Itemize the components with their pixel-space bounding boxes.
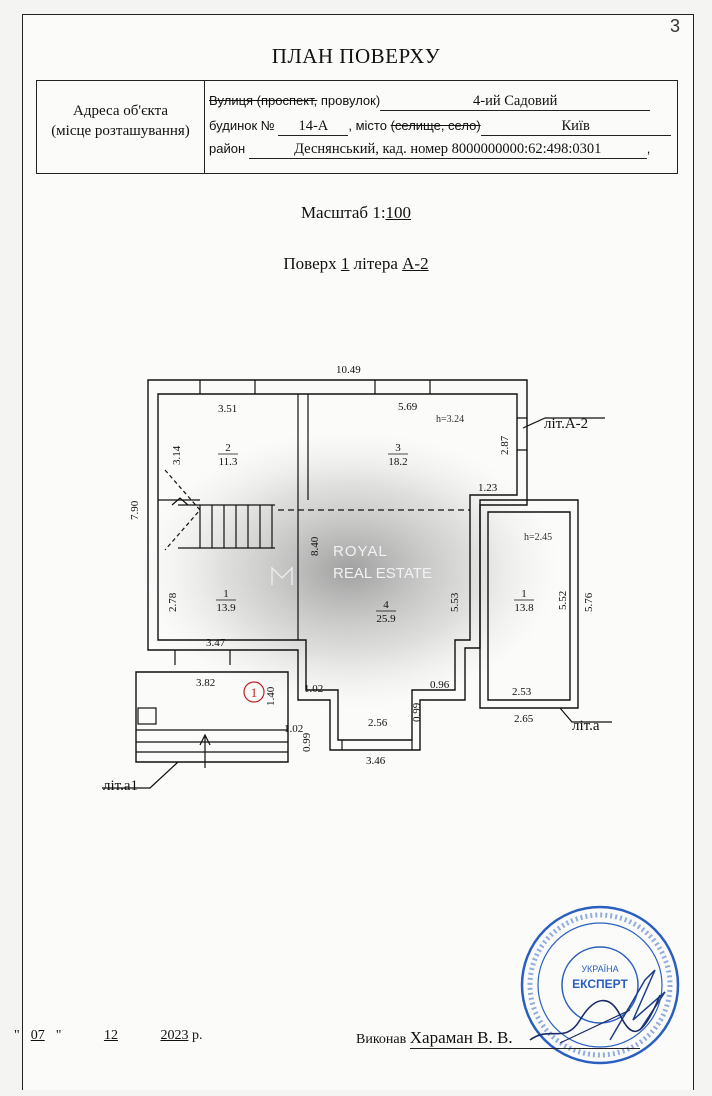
room-annex-area: 13.8: [514, 602, 534, 614]
street-row: Вулиця (проспект, провулок)4-ий Садовий: [209, 93, 651, 111]
dim-left-total: 7.90: [129, 500, 141, 520]
dim-099b: 0.99: [301, 732, 313, 752]
room-annex-number: 1: [521, 588, 527, 600]
dim-room3-top: 5.69: [398, 401, 418, 413]
street-value: 4-ий Садовий: [380, 93, 651, 111]
handwritten-signature: [529, 994, 661, 1044]
scale-label: Масштаб 1:: [300, 203, 386, 222]
date-quote-close: ": [55, 1028, 62, 1043]
district-row: район Деснянський, кад. номер 8000000000…: [209, 141, 650, 159]
dim-porch-depth: 1.40: [265, 686, 277, 706]
dim-102b: 1.02: [284, 723, 303, 735]
litera-label: літера: [349, 254, 403, 273]
dim-top-total: 10.49: [336, 364, 361, 376]
street-label: провулок): [317, 93, 381, 108]
floor-value: 1: [340, 254, 350, 273]
room-1-number: 1: [223, 588, 229, 600]
dimension-labels: 10.49 7.90 3.51 3.14 5.69 2.87 1.23 2.78…: [129, 364, 595, 767]
date-year: 2023: [160, 1028, 189, 1043]
date-line: " 07 " 12 2023 р.: [14, 1028, 202, 1044]
dim-256: 2.56: [368, 717, 388, 729]
dim-099a: 0.99: [411, 702, 423, 722]
dim-room2-top: 3.51: [218, 403, 237, 415]
entrance-circle-number: 1: [251, 685, 258, 700]
height-annex: h=2.45: [524, 532, 552, 543]
room-3-number: 3: [395, 442, 401, 454]
dim-annex-bottom-out: 2.65: [514, 713, 534, 725]
dim-center-vert: 8.40: [309, 536, 321, 556]
dim-096: 0.96: [430, 679, 450, 691]
scale-line: Масштаб 1:100: [0, 203, 712, 223]
watermark-line2: REAL ESTATE: [333, 565, 432, 582]
stamp-sub: УКРАЇНА: [581, 964, 618, 974]
city-label: , місто: [348, 118, 387, 133]
height-main: h=3.24: [436, 414, 464, 425]
scale-value: 100: [385, 203, 412, 222]
floor-plan-drawing: 10.49 7.90 3.51 3.14 5.69 2.87 1.23 2.78…: [102, 364, 612, 794]
house-value: 14-А: [278, 118, 349, 136]
house-row: будинок № 14-А, місто (селище, село)Київ: [209, 118, 671, 136]
address-label-line1: Адреса об'єкта: [72, 103, 168, 119]
date-year-suffix: р.: [191, 1028, 203, 1043]
dim-annex-inner: 5.52: [557, 591, 569, 610]
dim-room1-left: 2.78: [167, 592, 179, 612]
label-lit-a: літ.а: [572, 718, 600, 734]
executor-label: Виконав: [356, 1032, 407, 1047]
room-4-area: 25.9: [376, 613, 396, 625]
executor-name: Хараман В. В.: [409, 1028, 640, 1049]
dim-room1-bottom: 3.47: [206, 637, 226, 649]
room-labels: 2 11.3 3 18.2 1 13.9 4 25.9 1 13.8: [216, 442, 534, 625]
height-labels: h=3.24 h=2.45: [436, 414, 552, 543]
date-month: 12: [103, 1028, 118, 1043]
dim-102a: 1.02: [304, 683, 323, 695]
date-day: 07: [30, 1028, 45, 1043]
page-number: 3: [670, 16, 681, 36]
watermark-line1: ROYAL: [333, 543, 388, 560]
floor-line: Поверх 1 літера А-2: [0, 254, 712, 274]
dim-room3-step: 1.23: [478, 482, 498, 494]
official-stamp: УКРАЇНА ЕКСПЕРТ: [520, 905, 680, 1065]
entrance-circle: [243, 681, 265, 703]
watermark: ROYAL REAL ESTATE: [271, 543, 432, 585]
executor-line: Виконав Хараман В. В.: [356, 1028, 640, 1049]
district-label: район: [209, 141, 246, 156]
street-label-struck: Вулиця (проспект,: [209, 93, 318, 108]
house-label: будинок №: [209, 118, 275, 133]
room-1-area: 13.9: [216, 602, 236, 614]
city-value: Київ: [480, 118, 671, 136]
litera-value: А-2: [402, 254, 429, 273]
floor-label: Поверх: [283, 254, 341, 273]
outer-walls: [135, 379, 579, 763]
litera-labels: літ.А-2 літ.а літ.а1: [103, 416, 600, 794]
stamp-center: ЕКСПЕРТ: [572, 977, 628, 991]
city-struck: (селище, село): [390, 118, 481, 133]
dim-annex-bottom-in: 2.53: [512, 686, 532, 698]
date-quote-open: ": [14, 1028, 20, 1043]
dim-porch-width: 3.82: [196, 677, 215, 689]
dim-room2-left: 3.14: [171, 445, 183, 465]
dim-annex-outer: 5.76: [583, 592, 595, 612]
room-4-number: 4: [383, 599, 389, 611]
inner-walls: [102, 380, 612, 789]
dim-room3-right: 2.87: [499, 435, 511, 455]
district-value: Деснянський, кад. номер 8000000000:62:49…: [248, 141, 647, 159]
address-label-line2: (місце розташування): [51, 123, 190, 139]
room-2-area: 11.3: [219, 456, 238, 468]
room-2-number: 2: [225, 442, 231, 454]
room-3-area: 18.2: [388, 456, 407, 468]
label-lit-a2: літ.А-2: [544, 416, 588, 432]
dim-room4-right: 5.53: [449, 592, 461, 612]
address-table: Адреса об'єкта (місце розташування) Вули…: [36, 80, 678, 174]
district-end: ,: [646, 141, 651, 156]
address-label-cell: Адреса об'єкта (місце розташування): [37, 81, 205, 173]
label-lit-a1: літ.а1: [103, 778, 138, 794]
page-title: ПЛАН ПОВЕРХУ: [271, 44, 441, 68]
dim-346: 3.46: [366, 755, 386, 767]
